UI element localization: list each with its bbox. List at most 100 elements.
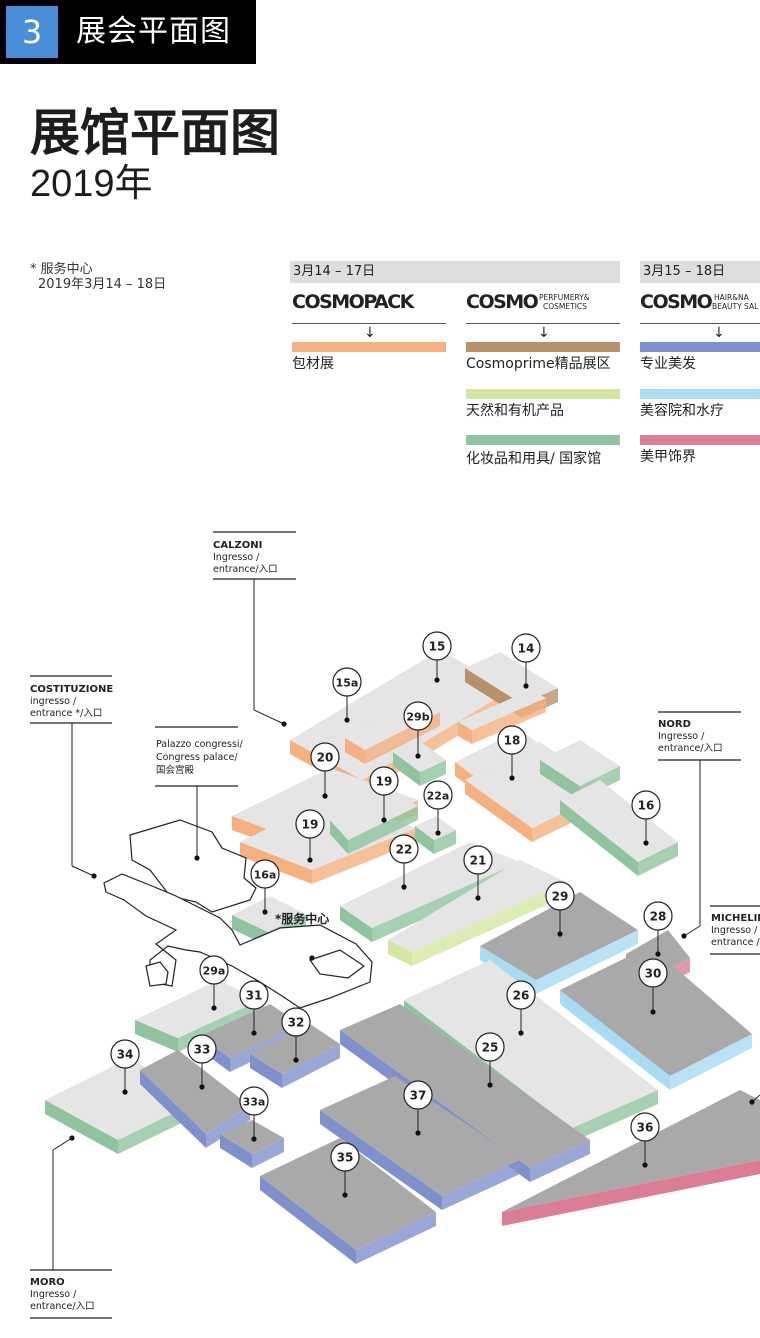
hall-side-face — [250, 1054, 282, 1088]
hall-marker-37[interactable]: 37 — [403, 1080, 433, 1110]
hall-side-face — [330, 820, 348, 854]
hall-top-face — [404, 960, 658, 1128]
hall-number: 18 — [504, 734, 521, 748]
hall-number: 15 — [429, 640, 446, 654]
hall-side-face — [393, 752, 420, 786]
hall-side-face — [282, 1044, 340, 1088]
hall-dot — [557, 931, 563, 937]
arrow-down-icon: ↓ — [713, 325, 725, 341]
hall-marker-36[interactable]: 36 — [630, 1112, 660, 1142]
hall-marker-circle — [239, 980, 269, 1010]
entrance-moro-name: MORO — [30, 1277, 65, 1288]
hall-marker-25[interactable]: 25 — [475, 1032, 505, 1062]
hall-side-face — [670, 1034, 752, 1090]
entrance-michelin-line1: Ingresso / — [711, 925, 758, 936]
entrance-leader-line — [71, 865, 95, 877]
hall-marker-circle — [638, 958, 668, 988]
hall-number: 29a — [203, 965, 226, 978]
hall-top-face — [260, 1138, 436, 1250]
hall-marker-29[interactable]: 29 — [545, 881, 575, 911]
hall-dot — [322, 793, 328, 799]
legend-rule — [292, 323, 446, 324]
entrance-calzoni-line2: entrance/入口 — [213, 564, 278, 575]
arrow-down-icon: ↓ — [538, 325, 550, 341]
hall-dot — [523, 683, 529, 689]
hall-marker-15[interactable]: 15 — [422, 631, 452, 661]
hall-marker-33[interactable]: 33 — [187, 1034, 217, 1064]
swatch-cosmoprime — [466, 342, 620, 352]
hall-marker-circle — [295, 809, 325, 839]
hall-marker-20[interactable]: 20 — [310, 742, 340, 772]
entrance-dot — [194, 855, 200, 861]
legend-rule — [640, 323, 760, 324]
hall-dot — [655, 951, 661, 957]
entrance-nord-name: NORD — [658, 719, 691, 730]
hall-marker-32[interactable]: 32 — [281, 1007, 311, 1037]
hall-marker-19[interactable]: 19 — [295, 809, 325, 839]
service-center-map-label: *服务中心 — [275, 911, 329, 926]
hall-marker-34[interactable]: 34 — [110, 1039, 140, 1069]
hall-top-face — [502, 1090, 760, 1212]
hall-number: 28 — [650, 910, 667, 924]
hall-dot — [293, 1057, 299, 1063]
legend-label-beauty-spa: 美容院和水疗 — [640, 403, 724, 419]
hall-marker-22a[interactable]: 22a — [423, 780, 453, 810]
hall-marker-29b[interactable]: 29b — [403, 701, 433, 731]
hall-side-face — [388, 940, 412, 966]
hall-marker-35[interactable]: 35 — [330, 1142, 360, 1172]
hall-side-face — [536, 930, 638, 994]
hall-marker-16[interactable]: 16 — [631, 790, 661, 820]
entrance-michelin-line2: entrance /入 — [711, 937, 760, 948]
hall-number: 22 — [396, 843, 413, 857]
hall-side-face — [502, 1160, 760, 1226]
brand-cosmo-hair-logo: COSMO — [640, 291, 713, 313]
hall-dot — [509, 775, 515, 781]
hall-marker-26[interactable]: 26 — [506, 980, 536, 1010]
hall-top-face — [560, 780, 678, 862]
hall-number: 30 — [645, 967, 662, 981]
entrance-leader-line — [683, 925, 701, 937]
hall-dot — [262, 909, 268, 915]
hall-marker-31[interactable]: 31 — [239, 980, 269, 1010]
swatch-cosmetics-national — [466, 435, 620, 445]
hall-marker-18[interactable]: 18 — [497, 725, 527, 755]
hall-top-face — [320, 1076, 520, 1196]
hall-side-face — [530, 1140, 590, 1182]
hall-marker-15a[interactable]: 15a — [332, 667, 362, 697]
hall-number: 37 — [410, 1089, 427, 1103]
hall-marker-circle — [630, 1112, 660, 1142]
hall-number: 25 — [482, 1041, 499, 1055]
hall-top-face — [140, 1050, 250, 1134]
hall-marker-33a[interactable]: 33a — [239, 1086, 269, 1116]
hall-number: 32 — [288, 1016, 305, 1030]
hall-marker-circle — [511, 633, 541, 663]
hall-top-face — [135, 980, 260, 1038]
hall-marker-30[interactable]: 30 — [638, 958, 668, 988]
hall-marker-16a[interactable]: 16a — [250, 859, 280, 889]
hall-number: 15a — [336, 677, 359, 690]
hall-side-face — [252, 1138, 284, 1168]
hall-marker-19[interactable]: 19 — [369, 766, 399, 796]
swatch-packaging — [292, 342, 446, 352]
hall-number: 26 — [513, 989, 530, 1003]
hall-number: 34 — [117, 1048, 134, 1062]
section-badge: 3 展会平面图 — [0, 0, 256, 64]
hall-dot — [415, 1130, 421, 1136]
hall-marker-29a[interactable]: 29a — [199, 955, 229, 985]
hall-dot — [643, 840, 649, 846]
entrance-dot — [69, 1135, 75, 1141]
hall-marker-circle — [110, 1039, 140, 1069]
hall-top-face — [250, 1024, 340, 1074]
hall-side-face — [458, 722, 472, 744]
entrance-leader-line — [253, 709, 285, 725]
hall-top-face — [388, 860, 566, 952]
hall-marker-14[interactable]: 14 — [511, 633, 541, 663]
floor-plan-map: 15 14 15a 29b 18 20 19 19 22a 16 16a 22 21 29 28 30 29a 3… — [30, 531, 760, 1319]
entrance-calzoni-line1: Ingresso / — [213, 552, 260, 563]
hall-marker-circle — [422, 631, 452, 661]
legend-label-nails: 美甲饰界 — [640, 449, 696, 465]
hall-side-face — [465, 780, 532, 842]
hall-marker-21[interactable]: 21 — [463, 845, 493, 875]
hall-marker-28[interactable]: 28 — [643, 901, 673, 931]
hall-marker-22[interactable]: 22 — [389, 834, 419, 864]
